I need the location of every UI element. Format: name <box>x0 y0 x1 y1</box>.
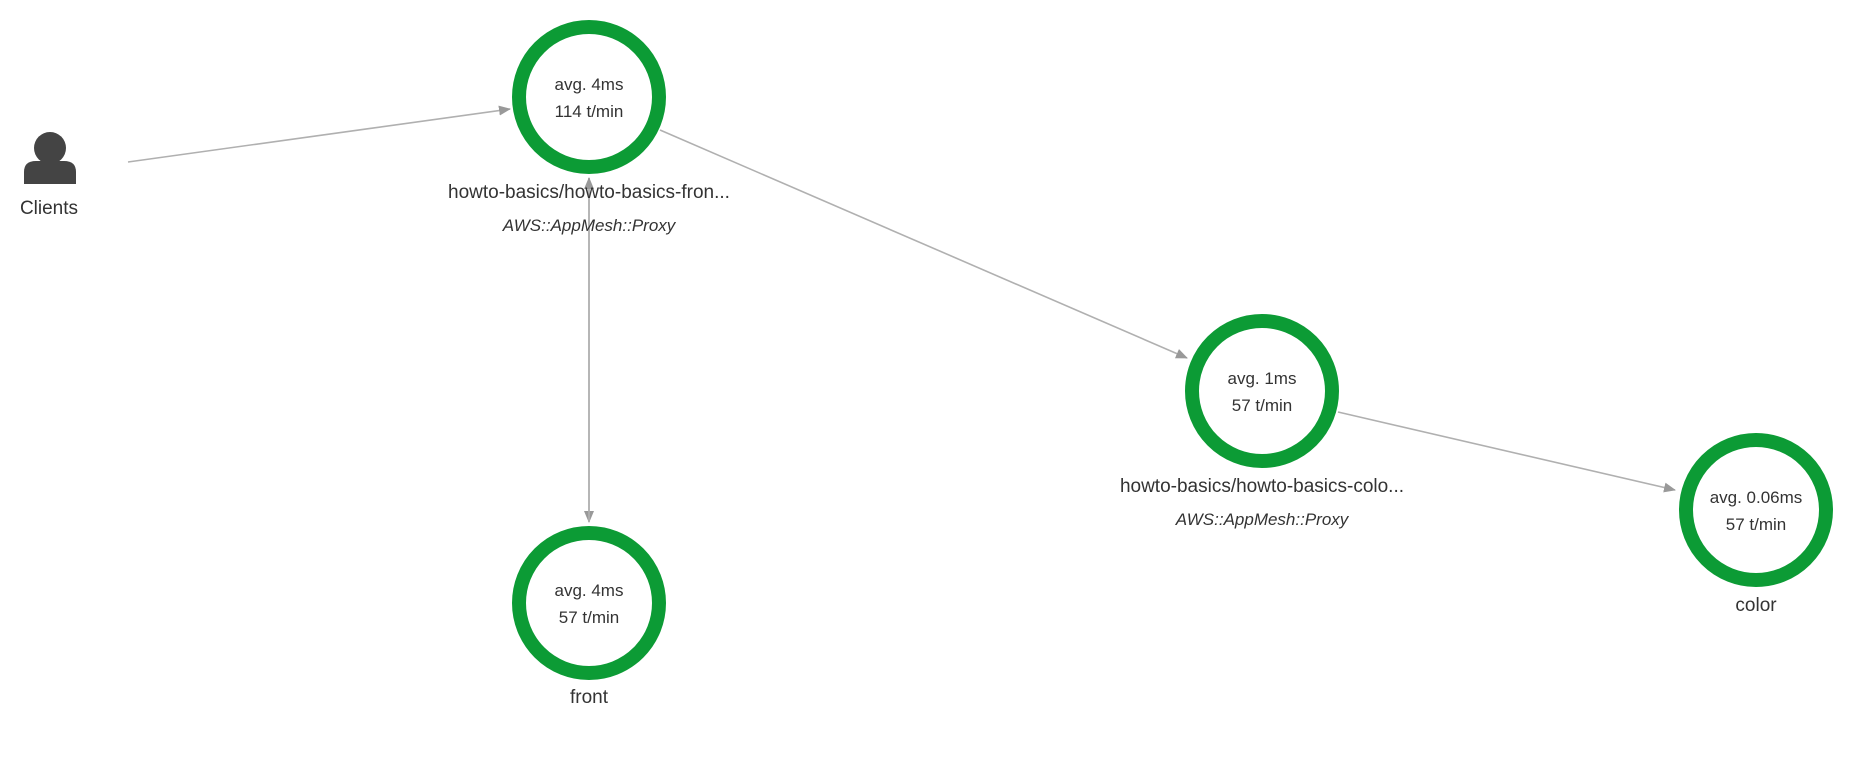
front-node[interactable]: avg. 4ms 57 t/min front <box>512 526 666 708</box>
color-proxy-avg-latency: avg. 1ms <box>1228 369 1297 388</box>
color-proxy-name[interactable]: howto-basics/howto-basics-colo... <box>1120 476 1404 497</box>
edge-clients-to-frontend-proxy[interactable] <box>127 105 511 163</box>
color-proxy-throughput: 57 t/min <box>1232 396 1292 415</box>
clients-label: Clients <box>20 198 78 219</box>
front-throughput: 57 t/min <box>559 608 619 627</box>
frontend-proxy-node[interactable]: avg. 4ms 114 t/min howto-basics/howto-ba… <box>448 20 730 235</box>
edge-frontend-proxy-to-color-proxy[interactable] <box>659 129 1188 359</box>
color-avg-latency: avg. 0.06ms <box>1710 488 1803 507</box>
frontend-proxy-type: AWS::AppMesh::Proxy <box>502 216 677 235</box>
user-icon <box>24 132 76 184</box>
color-name[interactable]: color <box>1735 595 1777 616</box>
frontend-proxy-throughput: 114 t/min <box>555 102 624 121</box>
color-proxy-ring[interactable] <box>1185 314 1339 468</box>
front-name[interactable]: front <box>570 687 609 708</box>
color-ring[interactable] <box>1679 433 1833 587</box>
frontend-proxy-ring[interactable] <box>512 20 666 174</box>
front-ring[interactable] <box>512 526 666 680</box>
frontend-proxy-name[interactable]: howto-basics/howto-basics-fron... <box>448 182 730 203</box>
color-proxy-type: AWS::AppMesh::Proxy <box>1175 510 1350 529</box>
color-throughput: 57 t/min <box>1726 515 1786 534</box>
color-proxy-node[interactable]: avg. 1ms 57 t/min howto-basics/howto-bas… <box>1120 314 1404 529</box>
color-node[interactable]: avg. 0.06ms 57 t/min color <box>1679 433 1833 616</box>
clients-node[interactable]: Clients <box>20 132 78 219</box>
edge-color-proxy-to-color[interactable] <box>1337 411 1676 493</box>
frontend-proxy-avg-latency: avg. 4ms <box>555 75 624 94</box>
front-avg-latency: avg. 4ms <box>555 581 624 600</box>
